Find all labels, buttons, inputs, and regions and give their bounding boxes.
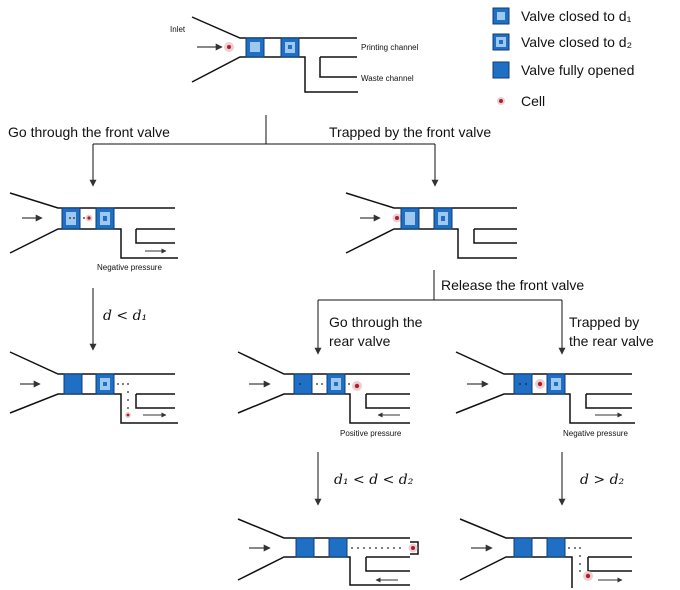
front-valve-icon <box>63 373 83 395</box>
legend-label-valve-open: Valve fully opened <box>521 62 634 78</box>
condition-d-less-d1: d < d₁ <box>103 308 147 324</box>
top-schematic: Inlet Printing channel Waste channel <box>170 16 419 93</box>
valve-open-icon <box>492 61 510 79</box>
branch-label-release: Release the front valve <box>441 277 584 293</box>
schematic-front-through: Negative pressure <box>9 192 178 272</box>
waste-channel-label: Waste channel <box>361 74 414 83</box>
schematic-waste-large <box>459 518 632 588</box>
legend-label-cell: Cell <box>521 93 545 109</box>
branch-label-rear-through-1: Go through the <box>329 314 423 330</box>
legend-item-valve-open: Valve fully opened <box>492 61 634 79</box>
inlet-label: Inlet <box>170 25 186 34</box>
rear-valve-icon <box>546 537 566 558</box>
branch-label-front-through: Go through the front valve <box>8 124 170 140</box>
branch-label-rear-trapped-1: Trapped by <box>569 314 639 330</box>
condition-d-between: d₁ < d < d₂ <box>334 472 414 488</box>
rear-valve-icon <box>328 537 348 558</box>
condition-arrow-3: d > d₂ <box>558 452 625 506</box>
schematic-printed-small <box>9 351 178 424</box>
schematic-front-trapped <box>345 192 517 259</box>
printing-channel-label: Printing channel <box>361 43 419 52</box>
front-valve-icon <box>513 537 533 558</box>
schematic-printed-medium <box>237 518 419 586</box>
schematic-rear-trapped: Negative pressure <box>455 351 635 438</box>
pressure-label-negative-2: Negative pressure <box>563 429 628 438</box>
legend-item-valve-closed-d2: Valve closed to d₂ <box>492 33 632 51</box>
front-valve-icon <box>295 537 315 558</box>
schematic-rear-through: Positive pressure <box>237 351 410 438</box>
legend-label-valve-closed-d1: Valve closed to d₁ <box>521 8 632 24</box>
pressure-label-positive: Positive pressure <box>340 429 402 438</box>
legend-label-valve-closed-d2: Valve closed to d₂ <box>521 34 632 50</box>
legend: Valve closed to d₁ Valve closed to d₂ Va… <box>492 7 634 109</box>
branch-label-rear-trapped-2: the rear valve <box>569 333 654 349</box>
condition-arrow-1: d < d₁ <box>89 288 147 351</box>
legend-item-valve-closed-d1: Valve closed to d₁ <box>492 7 632 25</box>
front-valve-icon <box>513 373 533 395</box>
front-valve-icon <box>293 373 313 395</box>
condition-arrow-2: d₁ < d < d₂ <box>314 452 414 506</box>
first-branch: Go through the front valve Trapped by th… <box>8 115 491 187</box>
second-branch: Release the front valve Go through the r… <box>314 270 654 355</box>
branch-label-front-trapped: Trapped by the front valve <box>329 124 491 140</box>
branch-label-rear-through-2: rear valve <box>329 333 391 349</box>
legend-item-cell: Cell <box>497 93 545 109</box>
condition-d-greater-d2: d > d₂ <box>580 472 625 488</box>
pressure-label-negative: Negative pressure <box>97 263 162 272</box>
